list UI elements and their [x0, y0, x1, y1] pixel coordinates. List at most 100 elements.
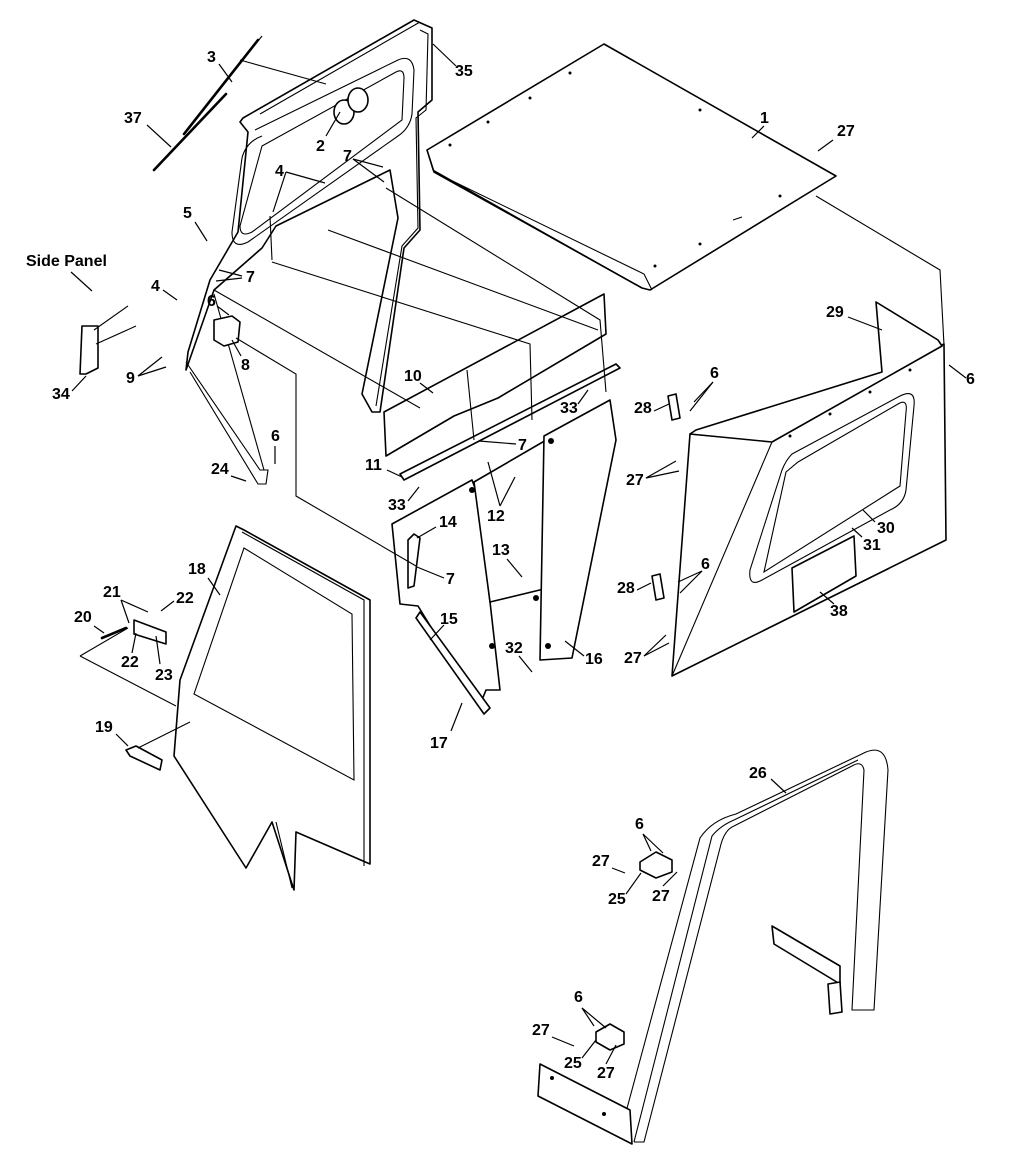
hinge-block-upper: [639, 851, 673, 879]
callout-leader-c27e: [643, 642, 670, 657]
wiper-arm: [152, 35, 263, 172]
callout-label-c27g: 27: [652, 888, 670, 905]
callout-leader-c7f: [416, 566, 445, 579]
callout-label-c4c: 4: [151, 278, 160, 295]
rear-window-panel: [383, 293, 607, 457]
callout-label-c23: 23: [155, 667, 173, 684]
callout-leader-c5: [194, 221, 208, 242]
callout-label-c25a: 25: [608, 891, 626, 908]
callout-label-c35: 35: [455, 63, 473, 80]
callout-leader-c7e: [478, 440, 517, 445]
callout-leader-c27a: [817, 139, 834, 152]
callout-leader-c6g: [679, 570, 703, 594]
hinge-block-lower: [595, 1023, 625, 1051]
callout-leader-c33b: [407, 486, 420, 502]
callout-label-c38: 38: [830, 603, 848, 620]
callout-leader-c12a: [487, 461, 501, 507]
callout-leader-c20: [93, 625, 105, 634]
callout-label-c32: 32: [505, 640, 523, 657]
callout-leader-c25b: [581, 1039, 597, 1059]
callout-leader-c6j: [581, 1007, 595, 1027]
callout-label-c28a: 28: [634, 400, 652, 417]
callout-label-c33b: 33: [388, 497, 406, 514]
callout-leader-c23: [155, 635, 161, 665]
callout-label-c12a: 12: [487, 508, 505, 525]
callout-leader-c4b: [272, 171, 287, 213]
callout-label-c27f: 27: [592, 853, 610, 870]
callout-label-c21a: 21: [103, 584, 121, 601]
callout-leader-c6f: [677, 570, 703, 583]
callout-leader-c6e: [948, 364, 967, 379]
callout-leader-c35: [432, 43, 457, 67]
callout-label-c33a: 33: [560, 400, 578, 417]
callout-label-c6f: 6: [701, 556, 710, 573]
callout-leader-c27h: [551, 1036, 575, 1047]
callout-leader-c22b: [131, 632, 137, 654]
callout-leader-c29: [847, 316, 883, 331]
callout-label-c28b: 28: [617, 580, 635, 597]
callout-label-c18: 18: [188, 561, 206, 578]
door-handle: [79, 619, 177, 707]
callout-leader-c26: [770, 778, 787, 794]
callout-leader-c28a: [653, 403, 670, 412]
callout-leader-c32: [518, 655, 533, 673]
callout-leader-c6h: [642, 833, 652, 852]
callout-leader-c24: [230, 475, 247, 482]
front-frame: [185, 19, 433, 485]
callout-label-c27i: 27: [597, 1065, 615, 1082]
latch-bracket-upper: [667, 393, 681, 421]
callout-leader-c6k: [581, 1007, 607, 1029]
callout-label-c29: 29: [826, 304, 844, 321]
callout-leader-c38: [819, 591, 835, 605]
callout-label-c7f: 7: [446, 571, 455, 588]
rops-frame: [537, 749, 889, 1145]
callout-leader-c6i: [642, 833, 664, 854]
callout-leader-cside: [70, 271, 93, 292]
callout-label-c7e: 7: [518, 437, 527, 454]
callout-leader-c28b: [636, 582, 652, 591]
callout-label-c10: 10: [404, 368, 422, 385]
callout-leader-c7d: [215, 277, 243, 282]
callout-label-c17: 17: [430, 735, 448, 752]
callout-leader-c2: [325, 111, 341, 137]
callout-leader-c9b: [137, 366, 167, 377]
callout-leader-c10: [419, 382, 434, 394]
callout-label-c34: 34: [52, 386, 70, 403]
callout-leader-c4c: [162, 289, 178, 301]
callout-label-c6b: 6: [271, 428, 280, 445]
callout-label-c37: 37: [124, 110, 142, 127]
callout-leader-c3: [218, 63, 233, 83]
callout-label-c6e: 6: [966, 371, 975, 388]
cab-door: [173, 525, 371, 891]
callout-leader-c6d: [689, 381, 714, 412]
callout-label-c4a: 4: [275, 163, 284, 180]
callout-label-c22b: 22: [121, 654, 139, 671]
callout-leader-c17: [450, 702, 463, 732]
callout-label-c19: 19: [95, 719, 113, 736]
callout-label-c20: 20: [74, 609, 92, 626]
callout-leader-c27b: [645, 460, 677, 479]
callout-label-c27b: 27: [626, 472, 644, 489]
callout-leader-c16: [564, 640, 585, 657]
callout-label-c26: 26: [749, 765, 767, 782]
callout-leader-c31: [851, 527, 863, 538]
callout-label-c8: 8: [241, 357, 250, 374]
callout-leader-c11: [386, 469, 403, 478]
callout-label-c6a: 6: [207, 293, 216, 310]
callout-label-c6c: 6: [710, 365, 719, 382]
callout-label-c3: 3: [207, 49, 216, 66]
callout-label-c6h: 6: [635, 816, 644, 833]
callout-leader-c27d: [643, 634, 667, 657]
callout-label-c25b: 25: [564, 1055, 582, 1072]
callout-leader-c22a: [160, 600, 175, 612]
callout-leader-c12b: [499, 476, 516, 507]
dome-light: [333, 87, 369, 125]
callout-leader-c27g: [662, 871, 678, 887]
callout-label-c14: 14: [439, 514, 457, 531]
callout-leader-c8: [231, 339, 242, 357]
callout-label-c24: 24: [211, 461, 229, 478]
callout-label-cside: Side Panel: [26, 253, 107, 270]
callout-leader-c7c: [218, 269, 243, 277]
callout-label-c7c: 7: [246, 269, 255, 286]
